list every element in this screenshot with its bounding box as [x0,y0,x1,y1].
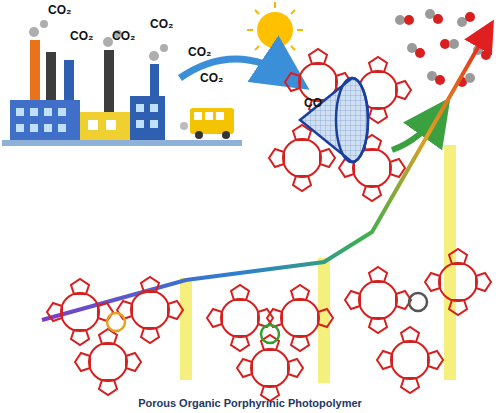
polymer-middle [207,285,333,401]
porphyrin-network [269,49,411,201]
sun [247,2,303,58]
activity-trend-arrow [42,30,488,320]
factory [2,20,242,146]
gas-label: CO₂ [150,18,173,30]
product-arrow [392,112,440,150]
bus [180,108,234,139]
gas-label: CO₂ [200,72,223,84]
gas-label: CO₂ [70,30,93,42]
product-label: CO [304,97,322,109]
polymer-left [47,277,183,395]
light-arrow [180,59,292,78]
gas-label: CO₂ [48,4,71,16]
gas-label: CO₂ [188,46,211,58]
caption: Porous Organic Porphyrinic Photopolymer [138,398,362,409]
gas-label: CO₂ [112,30,135,42]
polymer-right [345,249,491,393]
pore-cone [300,78,368,162]
